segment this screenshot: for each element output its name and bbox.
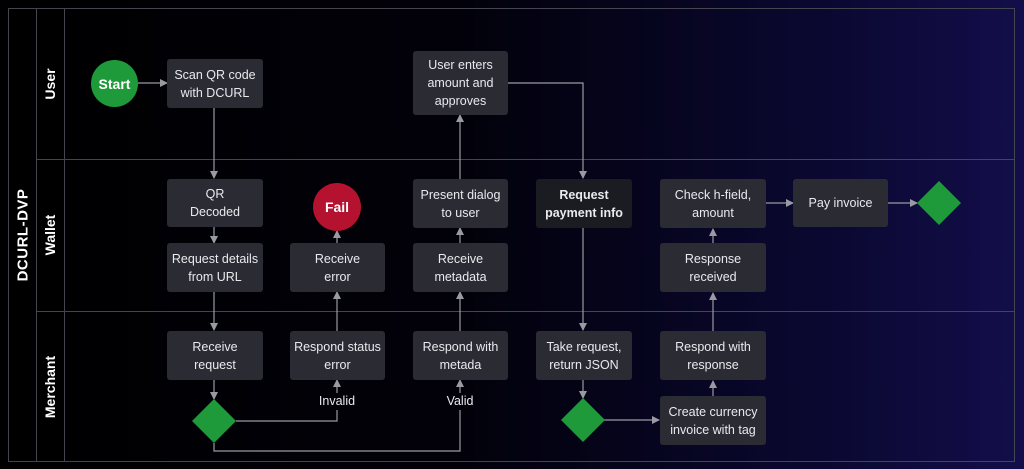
start-event: Start — [91, 60, 138, 107]
edge-label-invalid: Invalid — [318, 394, 356, 408]
lane-wallet: Wallet — [42, 214, 58, 256]
node-receive-error: Receive error — [290, 243, 385, 292]
node-take-request: Take request, return JSON — [536, 331, 632, 380]
lane-borders — [8, 8, 1015, 462]
node-receive-metadata: Receive metadata — [413, 243, 508, 292]
gateway-invoice — [561, 398, 605, 442]
node-respond-response: Respond with response — [660, 331, 766, 380]
pool-label: DCURL-DVP — [14, 188, 32, 282]
gateway-validation — [192, 399, 236, 443]
node-receive-request: Receive request — [167, 331, 263, 380]
node-respond-metadata: Respond with metada — [413, 331, 508, 380]
node-scan-qr: Scan QR code with DCURL — [167, 59, 263, 108]
node-user-enters: User enters amount and approves — [413, 51, 508, 115]
edge-label-valid: Valid — [446, 394, 474, 408]
lane-user: User — [42, 68, 58, 100]
node-present-dialog: Present dialog to user — [413, 179, 508, 228]
node-respond-status-error: Respond status error — [290, 331, 385, 380]
node-create-invoice: Create currency invoice with tag — [660, 396, 766, 445]
node-request-payment: Request payment info — [536, 179, 632, 228]
edge-gateway-valid — [213, 410, 461, 452]
edge-gateway-invalid — [236, 410, 338, 422]
node-response-received: Response received — [660, 243, 766, 292]
node-check-hfield: Check h-field, amount — [660, 179, 766, 228]
node-request-details: Request details from URL — [167, 243, 263, 292]
node-qr-decoded: QR Decoded — [167, 179, 263, 227]
end-gateway — [917, 181, 961, 225]
node-pay-invoice: Pay invoice — [793, 179, 888, 227]
lane-merchant: Merchant — [42, 355, 58, 419]
edge-user-payment — [508, 82, 587, 179]
fail-event: Fail — [313, 183, 361, 231]
